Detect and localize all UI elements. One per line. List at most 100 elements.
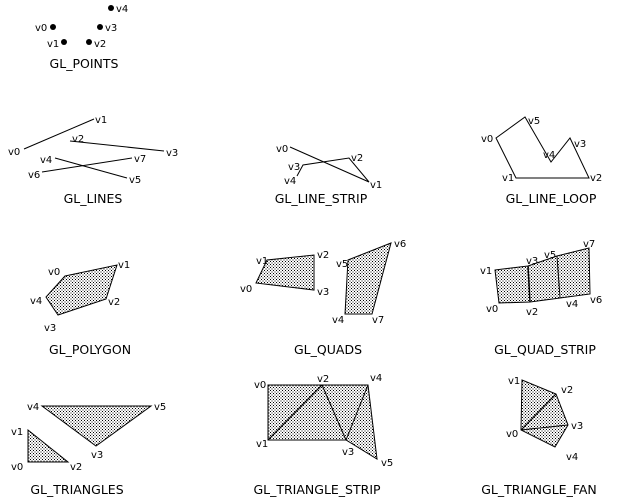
vertex-point [61, 39, 67, 45]
vertex-label: v2 [561, 385, 573, 396]
panel-quad-strip: v0 v1 v2 v3 v4 v5 v6 v7 GL_QUAD_STRIP [480, 239, 602, 357]
vertex-label: v5 [154, 402, 166, 413]
panel-points: v0 v1 v2 v3 v4 GL_POINTS [35, 4, 128, 71]
vertex-label: v0 [481, 134, 493, 145]
vertex-label: v1 [256, 439, 268, 450]
vertex-label: v2 [351, 153, 363, 164]
vertex-label: v0 [276, 144, 288, 155]
vertex-label: v3 [288, 162, 300, 173]
triangle-strip-shape [267, 384, 378, 460]
vertex-point [97, 24, 103, 30]
vertex-label: v6 [394, 239, 406, 250]
panel-lines [23, 118, 165, 179]
vertex-label: v4 [566, 452, 578, 463]
vertex-label: v0 [240, 284, 252, 295]
panel-quads: v0 v1 v2 v3 v4 v5 v6 v7 GL_QUADS [240, 239, 406, 357]
vertex-label: v2 [94, 39, 106, 50]
triangle-strip-edge [345, 384, 369, 441]
triangle-fan-shape [520, 379, 569, 448]
vertex-label: v4 [370, 373, 382, 384]
vertex-label: v3 [91, 450, 103, 461]
vertex-label: v7 [583, 239, 595, 250]
vertex-label: v4 [543, 150, 555, 161]
vertex-label: v2 [526, 307, 538, 318]
vertex-label: v0 [506, 429, 518, 440]
triangle-fan-edge [520, 393, 557, 431]
caption-triangle-strip: GL_TRIANGLE_STRIP [253, 482, 381, 497]
vertex-label: v3 [105, 23, 117, 34]
caption-line-strip: GL_LINE_STRIP [275, 191, 368, 206]
caption-triangle-fan: GL_TRIANGLE_FAN [481, 482, 597, 497]
vertex-label: v5 [544, 250, 556, 261]
quad-strip-shape [494, 247, 591, 304]
vertex-label: v0 [486, 304, 498, 315]
vertex-label: v1 [508, 376, 520, 387]
line-loop-path [495, 116, 590, 179]
vertex-label: v4 [116, 4, 128, 15]
vertex-label: v1 [256, 256, 268, 267]
vertex-label: v3 [317, 287, 329, 298]
vertex-label: v1 [502, 173, 514, 184]
polygon-shape [45, 264, 118, 316]
vertex-label: v1 [47, 39, 59, 50]
vertex-label: v3 [166, 148, 178, 159]
quad-shape [255, 254, 315, 291]
vertex-label: v0 [8, 147, 20, 158]
vertex-label: v5 [381, 458, 393, 469]
line-segment [41, 157, 133, 173]
vertex-label: v7 [372, 315, 384, 326]
vertex-label: v4 [566, 299, 578, 310]
vertex-label: v2 [70, 462, 82, 473]
triangle-strip-edge [321, 384, 347, 441]
caption-lines: GL_LINES [64, 191, 123, 206]
vertex-label: v0 [48, 267, 60, 278]
vertex-label: v1 [11, 427, 23, 438]
line-strip-path [289, 146, 370, 183]
caption-line-loop: GL_LINE_LOOP [506, 191, 597, 206]
quad-strip-edge [556, 255, 561, 299]
vertex-label: v2 [108, 297, 120, 308]
vertex-label: v1 [370, 180, 382, 191]
caption-polygon: GL_POLYGON [49, 342, 131, 357]
line-segment [23, 118, 95, 150]
caption-points: GL_POINTS [50, 56, 119, 71]
vertex-label: v2 [317, 250, 329, 261]
vertex-label: v1 [95, 115, 107, 126]
vertex-label: v1 [118, 260, 130, 271]
vertex-point [108, 5, 114, 11]
triangle-strip-edge [267, 384, 323, 441]
vertex-label: v5 [528, 116, 540, 127]
vertex-label: v3 [342, 447, 354, 458]
line-segment [54, 157, 128, 179]
caption-quads: GL_QUADS [294, 342, 362, 357]
vertex-label: v3 [44, 323, 56, 334]
vertex-label: v4 [40, 155, 52, 166]
caption-triangles: GL_TRIANGLES [30, 482, 123, 497]
vertex-label: v0 [11, 462, 23, 473]
quad-shape [344, 242, 392, 315]
quad-strip-edge [527, 265, 531, 303]
vertex-label: v0 [35, 23, 47, 34]
vertex-label: v2 [590, 173, 602, 184]
vertex-label: v5 [336, 259, 348, 270]
vertex-label: v4 [332, 315, 344, 326]
panel-line-loop: v0 v1 v2 v3 v4 v5 GL_LINE_LOOP [481, 116, 602, 206]
vertex-label: v2 [317, 374, 329, 385]
vertex-label: v4 [27, 402, 39, 413]
vertex-point [86, 39, 92, 45]
triangle-shape [27, 428, 70, 463]
triangle-fan-edge [520, 424, 569, 431]
caption-quad-strip: GL_QUAD_STRIP [494, 342, 596, 357]
vertex-label: v2 [72, 134, 84, 145]
vertex-label: v4 [30, 296, 42, 307]
line-segment [69, 140, 165, 152]
vertex-label: v1 [480, 266, 492, 277]
panel-triangles: v0 v1 v2 v3 v4 v5 GL_TRIANGLES [11, 402, 166, 497]
vertex-label: v6 [28, 170, 40, 181]
vertex-label: v6 [590, 295, 602, 306]
panel-line-strip: v0 v1 v2 v3 v4 GL_LINE_STRIP [275, 144, 383, 206]
panel-triangle-strip: v0 v1 v2 v3 v4 v5 GL_TRIANGLE_STRIP [253, 373, 393, 497]
vertex-label: v5 [129, 175, 141, 186]
panel-triangle-fan: v0 v1 v2 v3 v4 GL_TRIANGLE_FAN [481, 376, 597, 497]
